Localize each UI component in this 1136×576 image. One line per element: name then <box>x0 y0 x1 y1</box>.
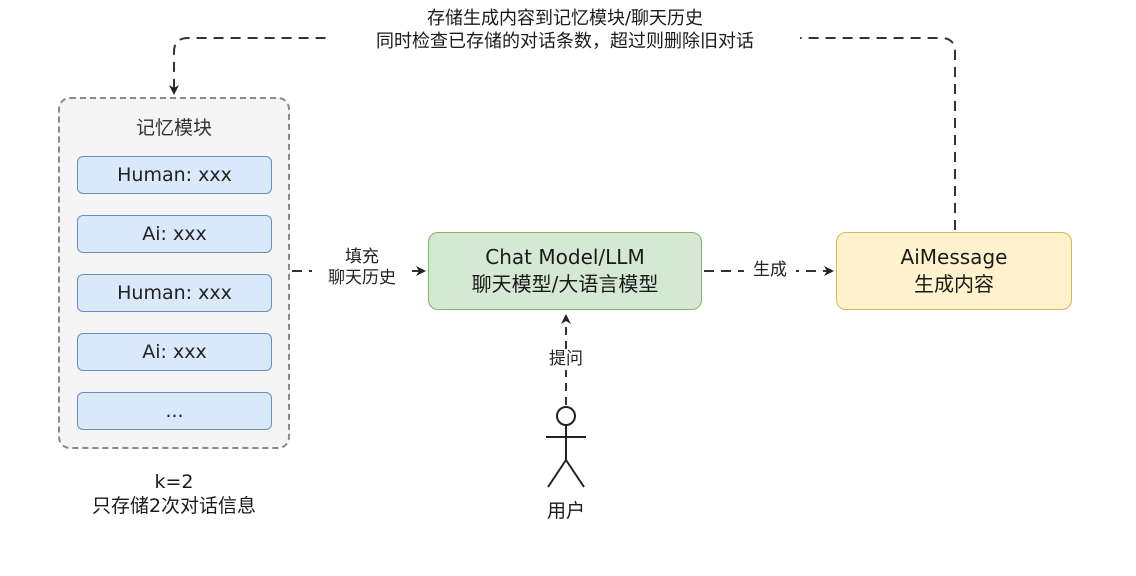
fill-history-line2: 聊天历史 <box>328 268 396 289</box>
memory-slot-4: Ai: xxx <box>77 333 272 371</box>
ai-message-subtitle: 生成内容 <box>914 272 994 296</box>
top-note: 存储生成内容到记忆模块/聊天历史 同时检查已存储的对话条数，超过则删除旧对话 <box>330 8 800 53</box>
memory-module: 记忆模块 Human: xxx Ai: xxx Human: xxx Ai: x… <box>58 97 290 449</box>
memory-note: k=2 只存储2次对话信息 <box>58 471 290 519</box>
llm-node: Chat Model/LLM 聊天模型/大语言模型 <box>428 232 702 310</box>
ask-label: 提问 <box>538 349 594 371</box>
user-icon <box>546 406 586 488</box>
fill-history-line1: 填充 <box>345 247 379 267</box>
memory-slot-5: ... <box>77 392 272 430</box>
memory-slot-2: Ai: xxx <box>77 215 272 253</box>
generate-label: 生成 <box>744 260 796 282</box>
memory-title: 记忆模块 <box>135 117 212 139</box>
feedback-loop-arrow <box>169 37 956 230</box>
top-note-line1: 存储生成内容到记忆模块/聊天历史 <box>426 8 704 29</box>
ai-message-title: AiMessage <box>900 245 1008 269</box>
llm-subtitle: 聊天模型/大语言模型 <box>471 272 659 296</box>
user-label: 用户 <box>546 500 585 522</box>
llm-title: Chat Model/LLM <box>485 245 645 269</box>
memory-note-desc: 只存储2次对话信息 <box>91 494 257 517</box>
memory-note-k: k=2 <box>154 471 194 493</box>
fill-history-label: 填充 聊天历史 <box>312 247 412 290</box>
memory-slot-3: Human: xxx <box>77 274 272 312</box>
memory-slot-1: Human: xxx <box>77 156 272 194</box>
top-note-line2: 同时检查已存储的对话条数，超过则删除旧对话 <box>376 30 754 52</box>
ai-message-node: AiMessage 生成内容 <box>836 232 1072 310</box>
